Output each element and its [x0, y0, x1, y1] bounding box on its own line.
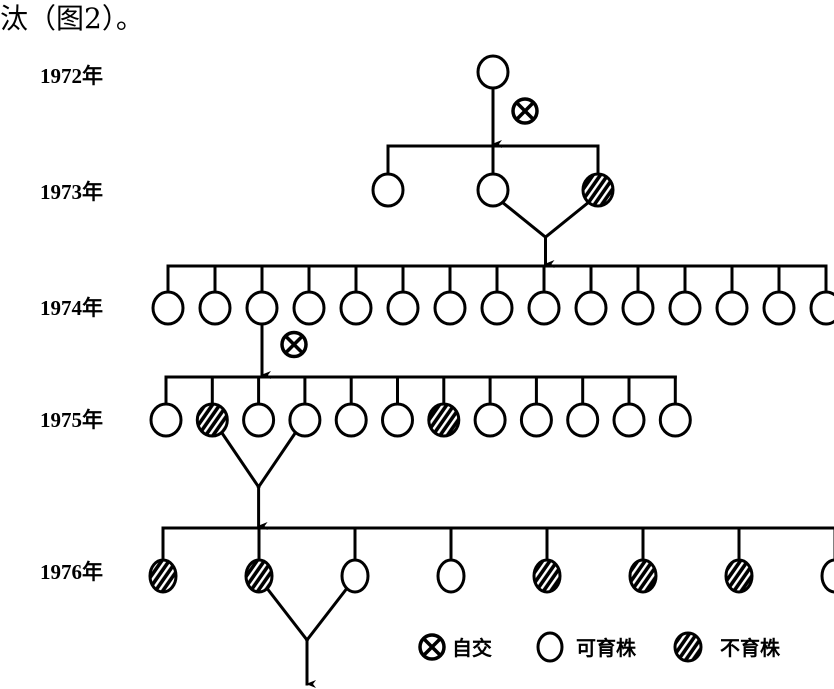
- legend-selfing-label: 自交: [452, 636, 492, 660]
- sterile-plant-node: [581, 172, 615, 208]
- cross-line: [499, 199, 548, 240]
- year-label-1976: 1976年: [40, 560, 103, 584]
- legend-sterile-label: 不育株: [720, 636, 781, 660]
- fertile-plant-node: [381, 402, 414, 438]
- fertile-plant-node: [371, 172, 405, 208]
- sterile-plant-node: [724, 558, 754, 594]
- fertile-plant-node: [242, 402, 276, 438]
- fertile-plant-node: [527, 290, 561, 326]
- fertile-plant-node: [715, 290, 749, 326]
- fertile-plant-node: [149, 402, 183, 438]
- fertile-plant-node: [292, 290, 326, 326]
- fertile-plant-node: [340, 558, 370, 594]
- sterile-plant-node: [628, 558, 658, 594]
- fertile-plant-node: [473, 402, 507, 438]
- fertile-plant-node: [809, 290, 834, 326]
- year-label-1973: 1973年: [40, 180, 103, 204]
- fertile-plant-node: [386, 290, 420, 326]
- fertile-plant-node: [762, 290, 796, 326]
- sterile-plant-node: [532, 558, 562, 594]
- fertile-plant-node: [433, 290, 467, 326]
- legend-sterile-icon: [673, 631, 703, 663]
- fertile-plant-node: [480, 290, 514, 326]
- fertile-plant-node: [198, 290, 232, 326]
- fertile-plant-node: [334, 402, 368, 438]
- caption-text: 汰（图2）。: [0, 2, 144, 35]
- connector-lines: [161, 86, 834, 688]
- selfing-icon: [511, 97, 539, 125]
- year-label-1975: 1975年: [40, 408, 103, 432]
- sterile-plant-node: [427, 402, 461, 438]
- year-label-1972: 1972年: [40, 64, 103, 88]
- cross-line: [304, 585, 350, 643]
- legend-selfing-icon: [418, 633, 446, 661]
- fertile-plant-node: [574, 290, 608, 326]
- fertile-plant-node: [668, 290, 702, 326]
- cross-line: [264, 585, 310, 643]
- fertile-plant-node: [476, 172, 510, 208]
- cross-line: [543, 199, 592, 240]
- fertile-plant-node: [612, 402, 646, 438]
- fertile-plant-node: [519, 402, 553, 438]
- sterile-plant-node: [195, 402, 229, 438]
- fertile-plant-node: [339, 290, 373, 326]
- fertile-plant-node: [288, 402, 322, 438]
- selfing-icon: [280, 330, 308, 359]
- fertile-plant-node: [245, 290, 279, 326]
- fertile-plant-node: [151, 290, 185, 326]
- sterile-plant-node: [148, 558, 178, 594]
- legend-fertile-icon: [536, 631, 564, 663]
- fertile-plant-node: [820, 558, 834, 594]
- year-label-1974: 1974年: [40, 296, 103, 320]
- fertile-plant-node: [436, 558, 466, 594]
- cross-line: [219, 429, 261, 490]
- fertile-plant-node: [658, 402, 692, 438]
- selfing-cross-line: [284, 335, 304, 354]
- selfing-cross-line: [515, 101, 535, 121]
- plant-nodes: [148, 54, 834, 594]
- fertile-plant-node: [566, 402, 600, 438]
- sterile-plant-node: [244, 558, 274, 594]
- legend-fertile-label: 可育株: [576, 636, 637, 660]
- legend: 自交 可育株 不育株: [418, 631, 781, 663]
- cross-line: [256, 429, 298, 490]
- fertile-plant-node: [476, 54, 510, 90]
- fertile-plant-node: [621, 290, 655, 326]
